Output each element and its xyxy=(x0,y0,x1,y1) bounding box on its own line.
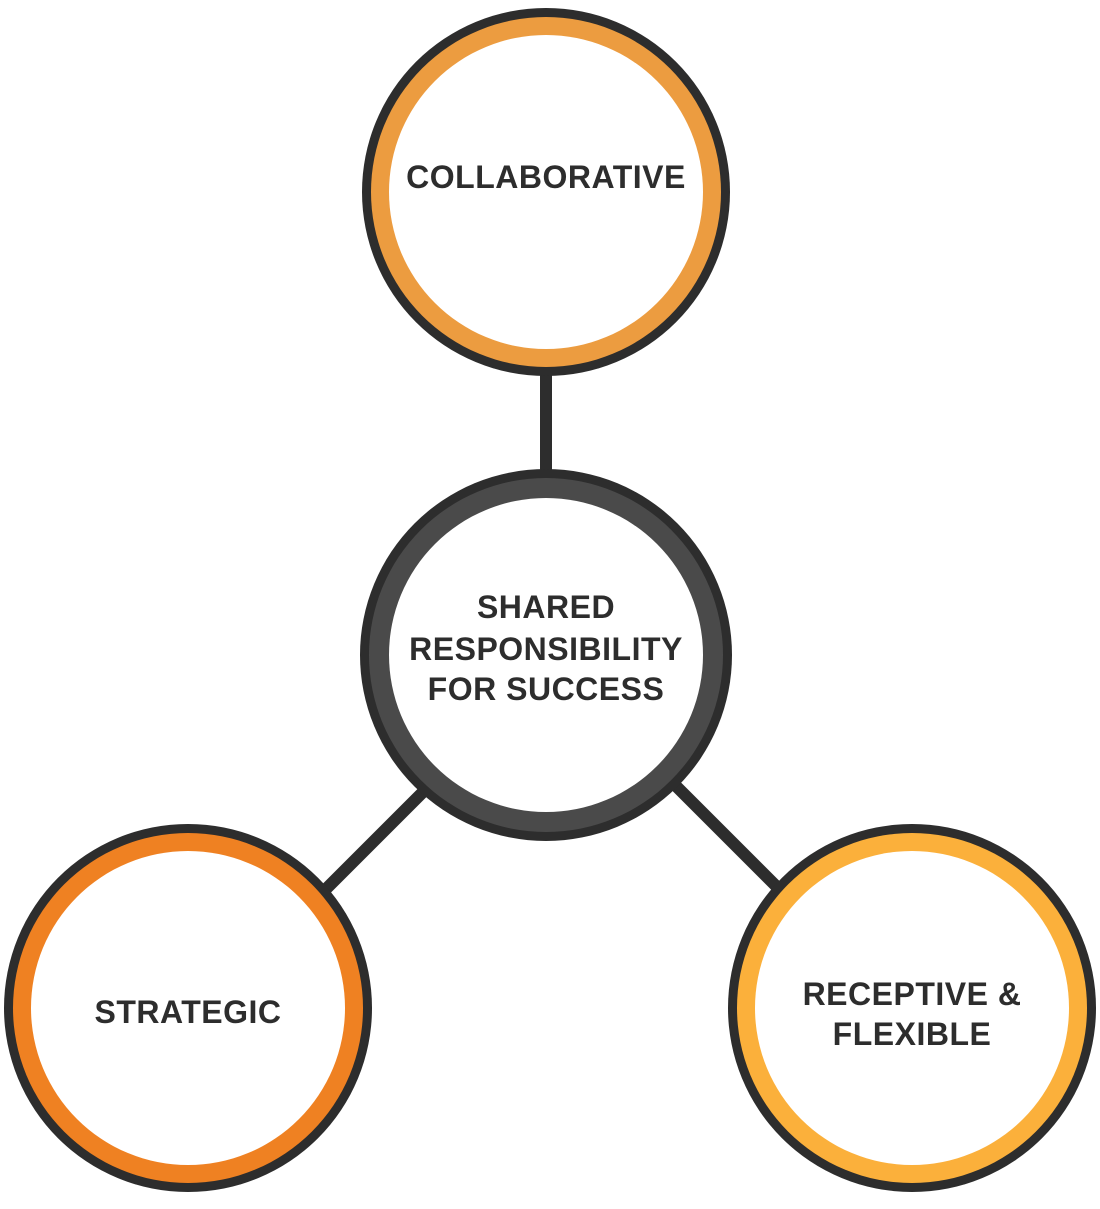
node-center: SHARED RESPONSIBILITY FOR SUCCESS xyxy=(360,469,732,841)
label-strategic: STRATEGIC xyxy=(94,994,281,1030)
node-right: RECEPTIVE & FLEXIBLE xyxy=(728,824,1096,1192)
connector-left xyxy=(320,785,430,895)
connector-right xyxy=(670,780,785,895)
node-top: COLLABORATIVE xyxy=(362,8,730,376)
label-receptive-line1: RECEPTIVE & xyxy=(803,976,1022,1012)
connectors xyxy=(320,370,785,895)
label-collaborative: COLLABORATIVE xyxy=(406,159,686,195)
label-center-line2: RESPONSIBILITY xyxy=(409,631,683,667)
node-left: STRATEGIC xyxy=(4,824,372,1192)
label-center-line3: FOR SUCCESS xyxy=(428,671,665,707)
label-center-line1: SHARED xyxy=(477,589,615,625)
label-receptive-line2: FLEXIBLE xyxy=(833,1016,992,1052)
